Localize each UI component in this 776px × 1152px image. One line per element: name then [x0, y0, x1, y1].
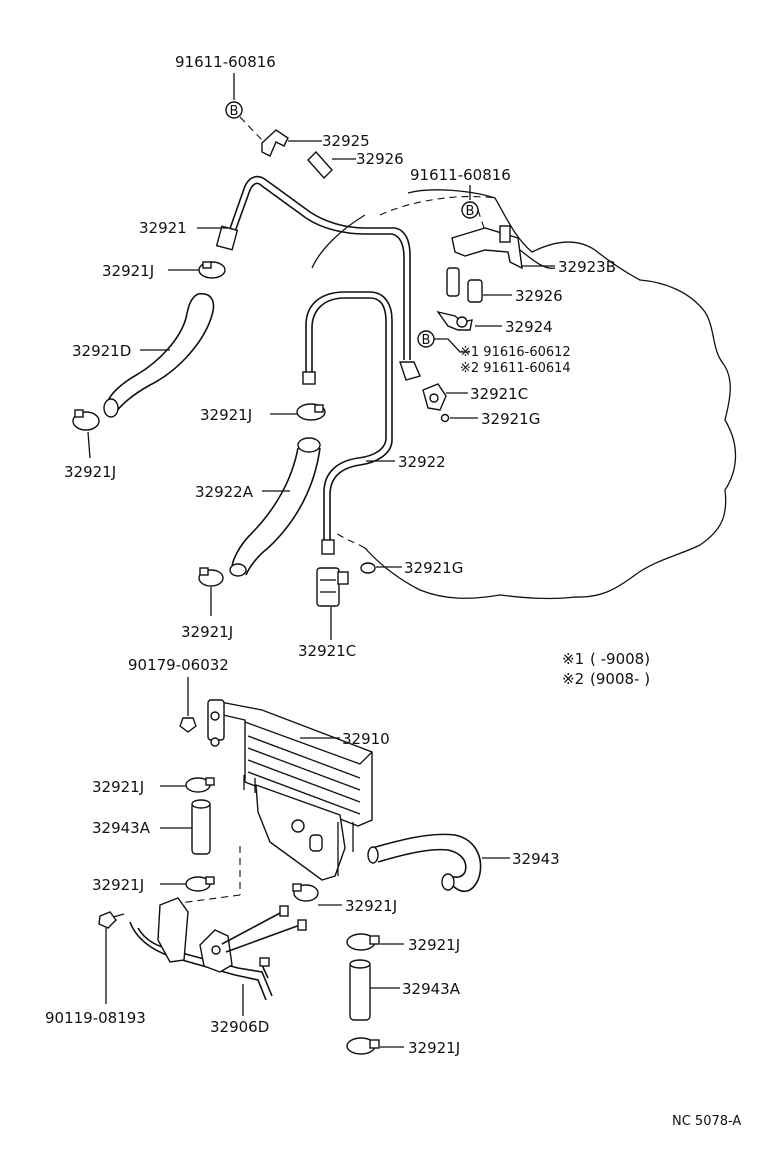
clamp-32921j-upper	[168, 261, 226, 279]
bolt-b-marker-icon-3: B	[422, 333, 431, 348]
label-clamp-32925: 32925	[322, 132, 370, 150]
tube-32906d	[129, 846, 307, 1016]
label-cooler-32910: 32910	[342, 730, 390, 748]
label-bolt-right: 91611-60816	[410, 166, 511, 184]
hose-32922a	[229, 437, 321, 577]
label-clamp-j-5: 32921J	[92, 778, 144, 796]
label-note-2: ※2 91611-60614	[460, 361, 571, 376]
bolt-b-marker-icon-2: B	[466, 204, 475, 219]
label-hose-32922a: 32922A	[195, 483, 254, 501]
label-clamp-j-9: 32921J	[408, 1039, 460, 1057]
bolt-90119	[98, 911, 125, 1004]
clamp-32921j-right-upper	[346, 933, 404, 951]
hose-32921d	[103, 292, 215, 418]
legend-2-mark: ※2	[562, 670, 584, 688]
union-32921c-top	[422, 383, 478, 423]
label-bolt-90179: 90179-06032	[128, 656, 229, 674]
label-union-32921c-bottom: 32921C	[298, 642, 356, 660]
hose-32943	[367, 833, 510, 893]
hose-32943a-left	[160, 799, 211, 855]
label-gasket-32921g-bottom: 32921G	[404, 559, 463, 577]
legend-1-mark: ※1	[562, 650, 584, 668]
union-32921c-bottom	[316, 562, 402, 640]
label-clamp-j-2: 32921J	[200, 406, 252, 424]
label-gasket-32921g-top: 32921G	[481, 410, 540, 428]
clamp-32921j-cooler-left-lower	[160, 876, 215, 892]
label-clamp-j-6: 32921J	[92, 876, 144, 894]
label-hose-32943a-right: 32943A	[402, 980, 461, 998]
label-hose-32943a-left: 32943A	[92, 819, 151, 837]
label-union-32921c-top: 32921C	[470, 385, 528, 403]
clamp-32921j-cooler-bottom	[292, 883, 342, 906]
clamp-32921j-middle	[270, 403, 326, 421]
label-note-1: ※1 91616-60612	[460, 345, 571, 360]
bracket-32923b-group: B	[451, 185, 555, 270]
pipe-32922	[302, 291, 395, 555]
sleeve-32926-right	[446, 267, 512, 303]
label-clamp-j-7: 32921J	[345, 897, 397, 915]
label-bolt-top: 91611-60816	[175, 53, 276, 71]
label-tube-32906d: 32906D	[210, 1018, 269, 1036]
label-clamp-j-4: 32921J	[181, 623, 233, 641]
label-sleeve-32926-top: 32926	[356, 150, 404, 168]
pipe-32921	[197, 175, 421, 381]
label-clamp-32924: 32924	[505, 318, 553, 336]
bolt-top-group: B	[225, 73, 356, 180]
part-labels: 91611-60816 32925 32926 91611-60816 3292…	[45, 53, 741, 1129]
legend-1-range: ( -9008)	[590, 650, 650, 668]
label-hose-32921d: 32921D	[72, 342, 131, 360]
label-clamp-j-3: 32921J	[64, 463, 116, 481]
label-pipe-32922: 32922	[398, 453, 446, 471]
clamp-32924: B	[417, 310, 502, 353]
label-bracket-32923b: 32923B	[558, 258, 616, 276]
label-bolt-90119: 90119-08193	[45, 1009, 146, 1027]
label-pipe-32921: 32921	[139, 219, 187, 237]
hose-32943a-right	[349, 959, 400, 1021]
clamp-32921j-left	[72, 409, 100, 459]
oil-cooler-32910	[179, 677, 373, 881]
label-hose-32943: 32943	[512, 850, 560, 868]
bolt-b-marker-icon: B	[230, 104, 239, 119]
clamp-32921j-lower-middle	[198, 567, 224, 616]
figure-code: NC 5078-A	[672, 1114, 741, 1129]
label-clamp-j-1: 32921J	[102, 262, 154, 280]
legend-2-range: (9008- )	[590, 670, 650, 688]
label-sleeve-32926-right: 32926	[515, 287, 563, 305]
label-clamp-j-8: 32921J	[408, 936, 460, 954]
clamp-32921j-cooler-left	[160, 777, 215, 793]
transmission-outline	[311, 189, 737, 600]
clamp-32921j-right-lower	[346, 1037, 404, 1055]
